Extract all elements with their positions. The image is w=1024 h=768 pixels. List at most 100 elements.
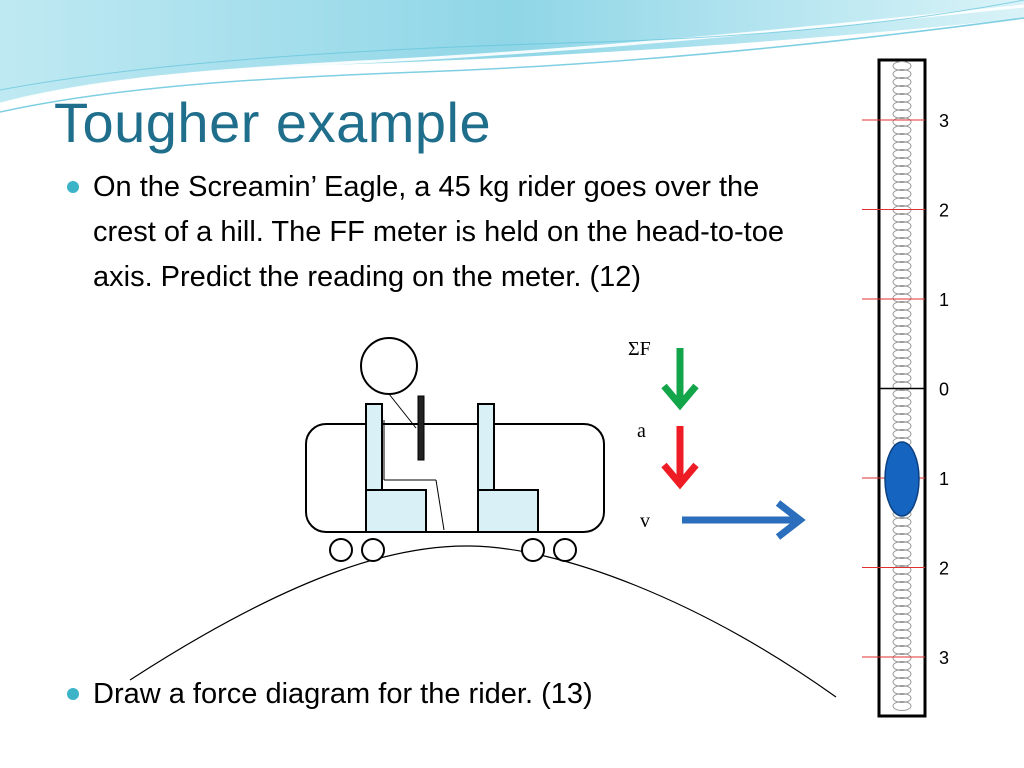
spring-coil (892, 637, 912, 647)
spring-coil (892, 269, 912, 279)
spring-coil (892, 573, 912, 583)
spring-coil (892, 597, 912, 607)
spring-coil (892, 677, 912, 687)
meter-tick-label: 3 (939, 648, 949, 668)
spring-coil (892, 413, 912, 423)
spring-coil (892, 701, 912, 711)
spring-coil (892, 533, 912, 543)
bullet-dot-icon (67, 181, 79, 193)
meter-tick-label: 1 (939, 290, 949, 310)
meter-tick-label: 0 (939, 380, 949, 400)
spring-coil (892, 357, 912, 367)
meter-ticks: 3 2 1 0 1 2 3 (862, 111, 949, 668)
spring-coil (892, 381, 912, 391)
meter-tick-label: 2 (939, 201, 949, 221)
bullet-dot-icon (67, 688, 79, 700)
spring-coil (892, 373, 912, 383)
spring-coil (892, 653, 912, 663)
header-waves (0, 0, 1024, 113)
spring-coil (892, 141, 912, 151)
spring-coil (892, 429, 912, 439)
spring-coil (892, 317, 912, 327)
spring-coil (892, 645, 912, 655)
spring-coil (892, 293, 912, 303)
spring-coil (892, 85, 912, 95)
spring-coil (892, 589, 912, 599)
spring-coil (892, 669, 912, 679)
spring-coil (892, 149, 912, 159)
spring-coil (892, 189, 912, 199)
spring-coil (892, 69, 912, 79)
meter-tick-label: 1 (939, 469, 949, 489)
spring-coil (892, 349, 912, 359)
spring-coil (892, 517, 912, 527)
spring-coil (892, 365, 912, 375)
spring-coil (892, 301, 912, 311)
spring-coil (892, 333, 912, 343)
spring-coil (892, 557, 912, 567)
front-seat (365, 403, 427, 533)
spring-coil (892, 213, 912, 223)
spring-coil (892, 549, 912, 559)
acceleration-arrow-icon (661, 426, 699, 490)
velocity-arrow-icon (682, 500, 806, 540)
spring-coil (892, 285, 912, 295)
spring-coil (892, 117, 912, 127)
cart-wheels (329, 538, 577, 562)
spring-coil (892, 685, 912, 695)
spring-coil (892, 389, 912, 399)
spring-coil (892, 229, 912, 239)
spring-coil (892, 525, 912, 535)
ff-meter-small (417, 395, 425, 461)
meter-indicator (884, 441, 920, 517)
rear-seat (477, 403, 539, 533)
spring-coil (892, 325, 912, 335)
spring-coil (892, 77, 912, 87)
hill-track (129, 545, 837, 698)
velocity-label: v (640, 510, 650, 532)
spring-coil (892, 421, 912, 431)
bullet-text: Draw a force diagram for the rider. (13) (93, 678, 593, 710)
bullet-question: On the Screamin’ Eagle, a 45 kg rider go… (67, 165, 813, 300)
spring-coil (892, 405, 912, 415)
spring-coil (892, 605, 912, 615)
spring-coil (892, 237, 912, 247)
spring-coil (892, 261, 912, 271)
meter-tick-label: 2 (939, 559, 949, 579)
bullet-text: On the Screamin’ Eagle, a 45 kg rider go… (93, 171, 784, 293)
spring-coil (892, 277, 912, 287)
spring-coil (892, 133, 912, 143)
spring-coil (892, 621, 912, 631)
bullet-task: Draw a force diagram for the rider. (13) (67, 672, 813, 717)
acceleration-label: a (637, 420, 646, 442)
spring-coil (892, 629, 912, 639)
spring-coil (892, 181, 912, 191)
spring-coil (892, 125, 912, 135)
net-force-arrow-icon (661, 348, 699, 411)
spring-coil (892, 101, 912, 111)
rider-body (383, 393, 445, 531)
slide-title: Tougher example (54, 91, 492, 154)
spring-coil (892, 541, 912, 551)
spring-coil (892, 173, 912, 183)
spring-coil (892, 341, 912, 351)
spring-coil (892, 309, 912, 319)
spring-coil (892, 613, 912, 623)
net-force-label: ΣF (628, 338, 651, 360)
spring-coil (892, 109, 912, 119)
spring-coil (892, 93, 912, 103)
spring-coil (892, 253, 912, 263)
spring-coil (892, 693, 912, 703)
spring-coil (892, 565, 912, 575)
spring-coil (892, 661, 912, 671)
spring-coil (892, 61, 912, 71)
spring-coil (892, 197, 912, 207)
spring-coil (892, 165, 912, 175)
spring-coil (892, 397, 912, 407)
spring-coil (892, 245, 912, 255)
spring-coil (892, 221, 912, 231)
meter-tick-label: 3 (939, 111, 949, 131)
spring-coil (892, 581, 912, 591)
